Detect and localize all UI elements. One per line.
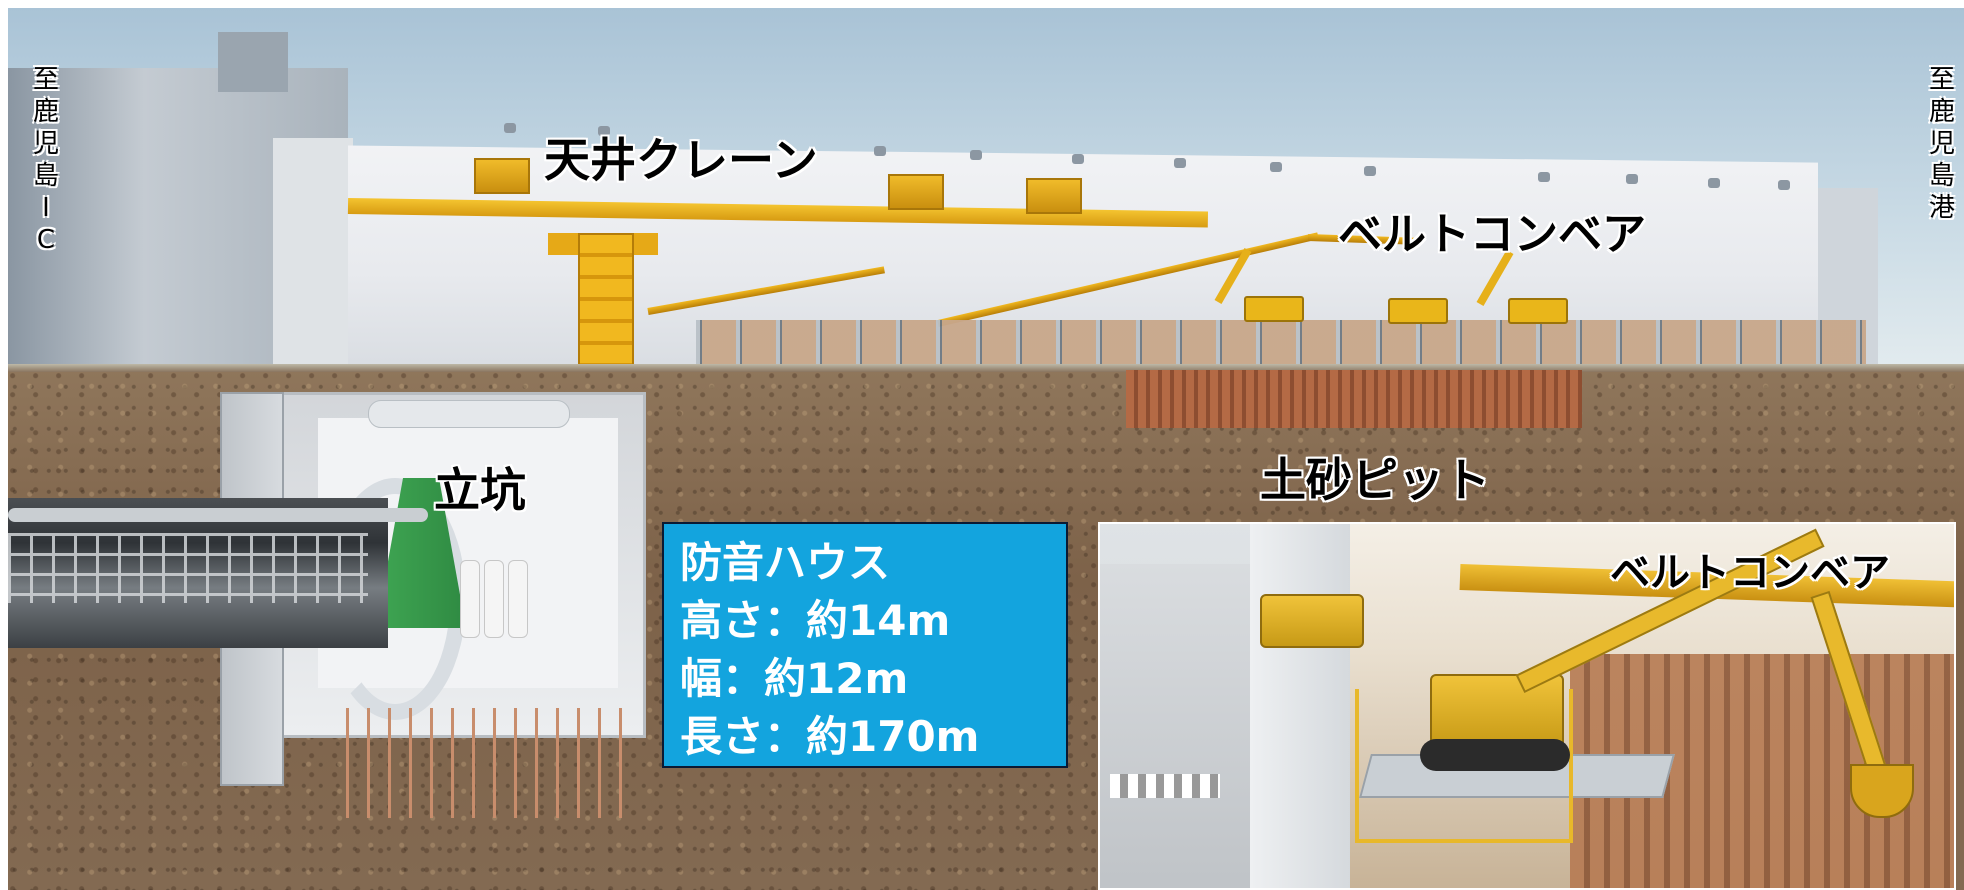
roof-vent (1626, 174, 1638, 184)
roof-vent (1538, 172, 1550, 182)
soil-pit (1126, 370, 1582, 428)
roof-vent (1708, 178, 1720, 188)
adjacent-building-side (273, 138, 353, 368)
label-shaft: 立坑 (434, 463, 526, 517)
roof-vent (598, 126, 610, 136)
diagram-canvas: 至 鹿 児 島 I C 至 鹿 児 島 港 天井クレーン ベルトコンベア 立坑 … (8, 8, 1964, 890)
direction-label-right: 至 鹿 児 島 港 (1928, 65, 1955, 223)
inset-road (1100, 564, 1250, 888)
label-soil-pit: 土砂ピット (1260, 453, 1490, 507)
tank (484, 560, 504, 638)
inset-excavator-back (1260, 594, 1364, 648)
roof-vent (1270, 162, 1282, 172)
crane-hoist (474, 158, 530, 194)
tunnel-equipment-racks (8, 533, 368, 603)
crane-hoist (1026, 178, 1082, 214)
excavator (1244, 296, 1304, 322)
roof-vent (1174, 158, 1186, 168)
roof-vent (1778, 180, 1790, 190)
label-belt-conveyor: ベルトコンベア (1338, 209, 1646, 260)
inset-excavator-track (1420, 739, 1570, 771)
tank (460, 560, 480, 638)
inset-excavator-bucket (1850, 764, 1914, 818)
info-width: 幅：約12m (680, 654, 909, 703)
foundation-piles (328, 708, 628, 818)
inset-handrail (1355, 689, 1573, 843)
tank (508, 560, 528, 638)
ground-surface (8, 364, 1964, 372)
crane-hoist (888, 174, 944, 210)
excavator (1508, 298, 1568, 324)
adjacent-building-top (218, 32, 288, 92)
info-title: 防音ハウス (680, 538, 891, 587)
direction-label-left: 至 鹿 児 島 I C (32, 65, 59, 255)
excavator (1388, 298, 1448, 324)
inset-house-wall (1250, 524, 1350, 888)
roof-vent (1364, 166, 1376, 176)
tunnel-pipe (8, 508, 428, 522)
inset-crosswalk (1110, 774, 1220, 798)
roof-vent (970, 150, 982, 160)
ventilation-duct (368, 400, 570, 428)
inset-detail-view: ベルトコンベア (1098, 522, 1956, 890)
roof-vent (1072, 154, 1084, 164)
info-height: 高さ：約14m (680, 596, 951, 645)
roof-vent (504, 123, 516, 133)
inset-label-belt-conveyor: ベルトコンベア (1610, 550, 1890, 596)
inset-excavator (1430, 674, 1564, 748)
info-length: 長さ：約170m (680, 712, 980, 761)
label-overhead-crane: 天井クレーン (544, 133, 818, 187)
roof-vent (874, 146, 886, 156)
soundproof-house-info-box: 防音ハウス 高さ：約14m 幅：約12m 長さ：約170m (662, 522, 1068, 768)
